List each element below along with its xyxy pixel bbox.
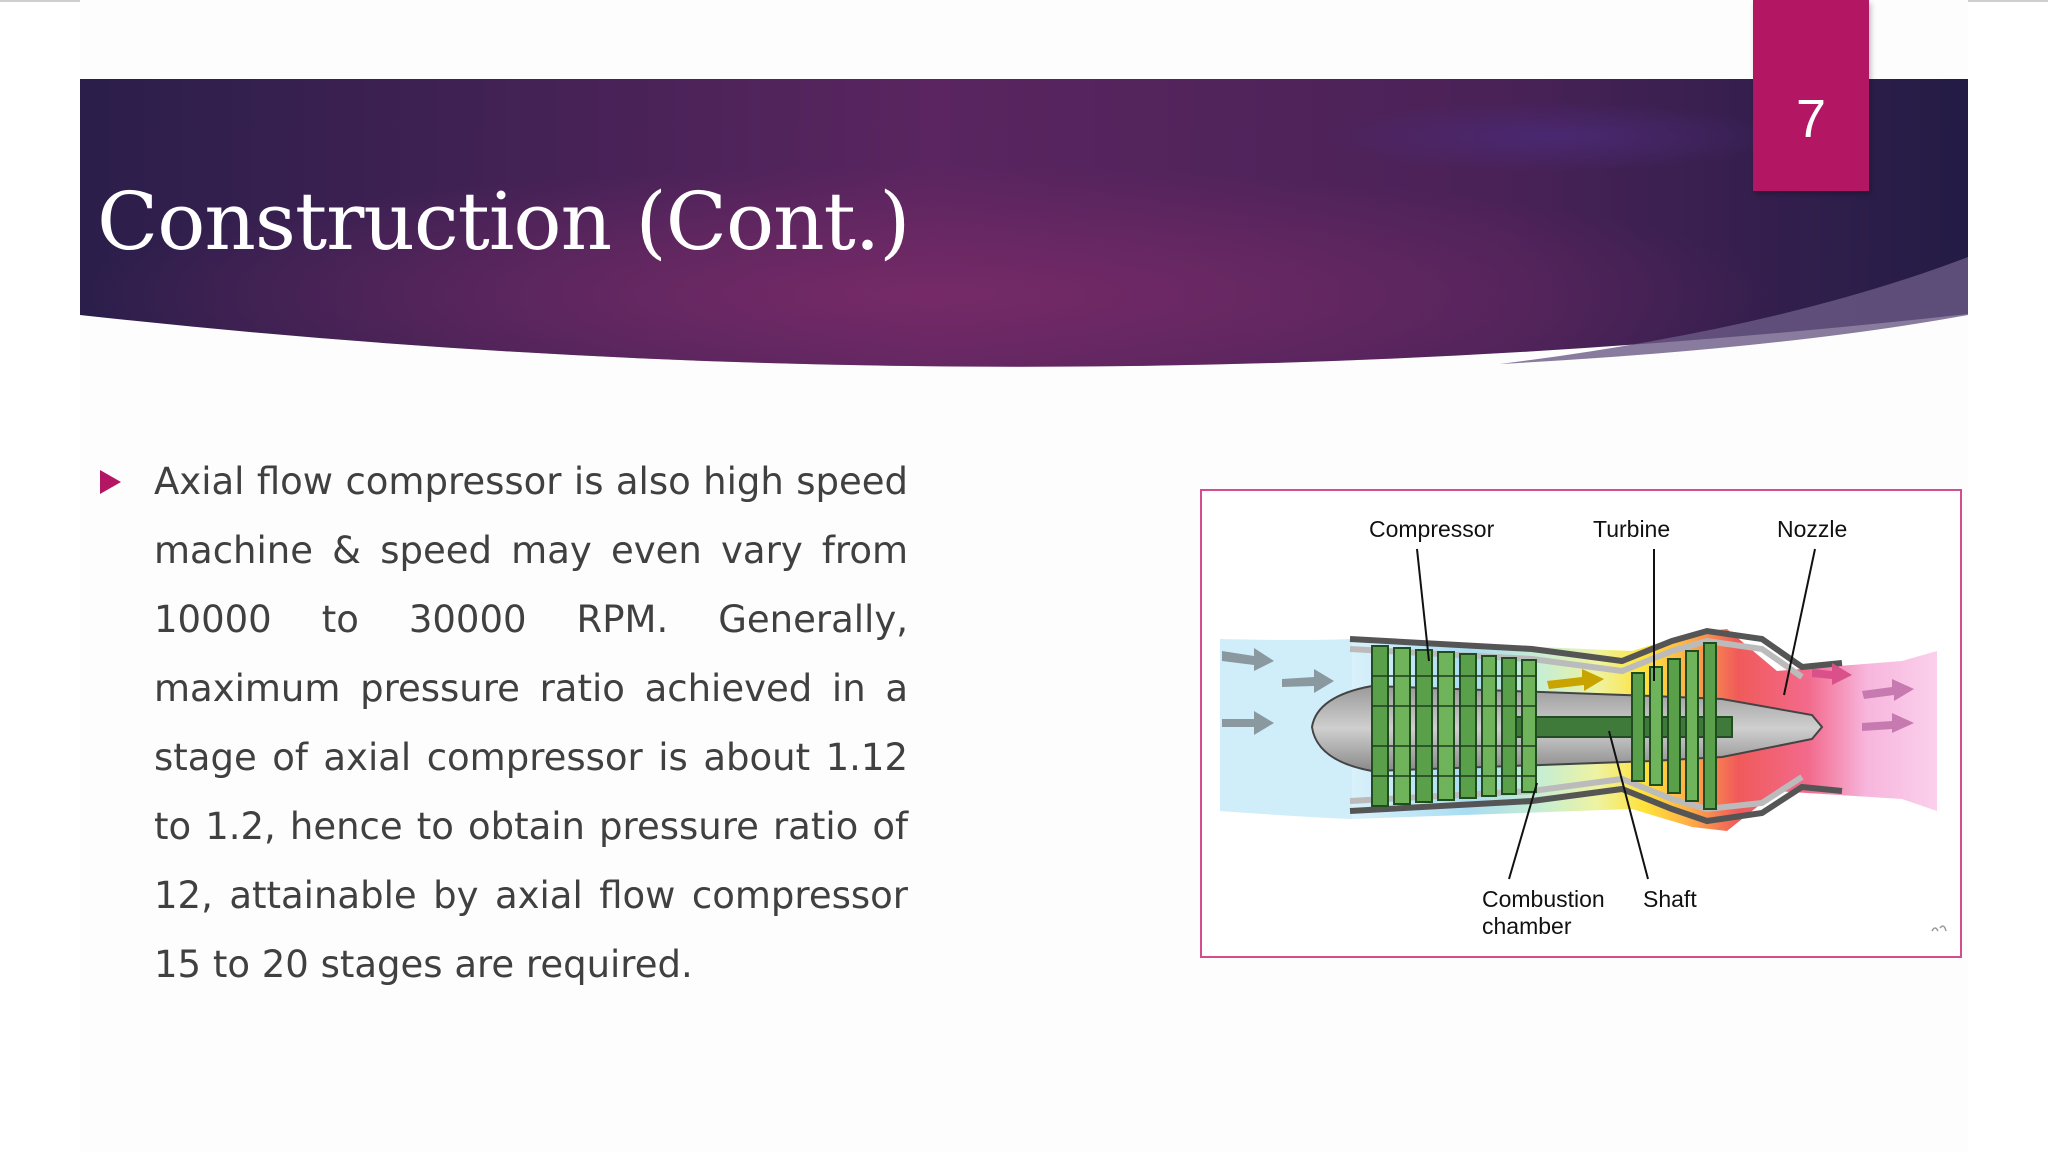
label-combustion-chamber-line2: chamber bbox=[1482, 913, 1572, 939]
nacelle-top bbox=[1349, 627, 1843, 671]
jet-engine-diagram: Compressor Turbine Nozzle Combustion cha… bbox=[1220, 516, 1947, 939]
title-banner bbox=[80, 79, 1968, 367]
slide-title: Construction (Cont.) bbox=[97, 175, 910, 268]
label-nozzle: Nozzle bbox=[1777, 516, 1847, 542]
bullet-arrow-icon bbox=[100, 470, 121, 494]
label-turbine: Turbine bbox=[1593, 516, 1670, 542]
label-combustion-chamber: Combustion bbox=[1482, 886, 1605, 912]
label-shaft: Shaft bbox=[1643, 886, 1697, 912]
page-number-badge: 7 bbox=[1753, 0, 1869, 191]
compressor-blades bbox=[1371, 645, 1537, 807]
watermark-mark bbox=[1931, 925, 1947, 932]
jet-engine-figure: Compressor Turbine Nozzle Combustion cha… bbox=[1200, 489, 1962, 958]
turbine-blades bbox=[1631, 642, 1717, 810]
label-compressor: Compressor bbox=[1369, 516, 1495, 542]
nacelle-bottom bbox=[1349, 783, 1843, 825]
flow-arrows bbox=[1222, 648, 1914, 735]
page-number: 7 bbox=[1795, 89, 1827, 149]
bullet-paragraph: Axial flow compressor is also high speed… bbox=[154, 460, 908, 986]
